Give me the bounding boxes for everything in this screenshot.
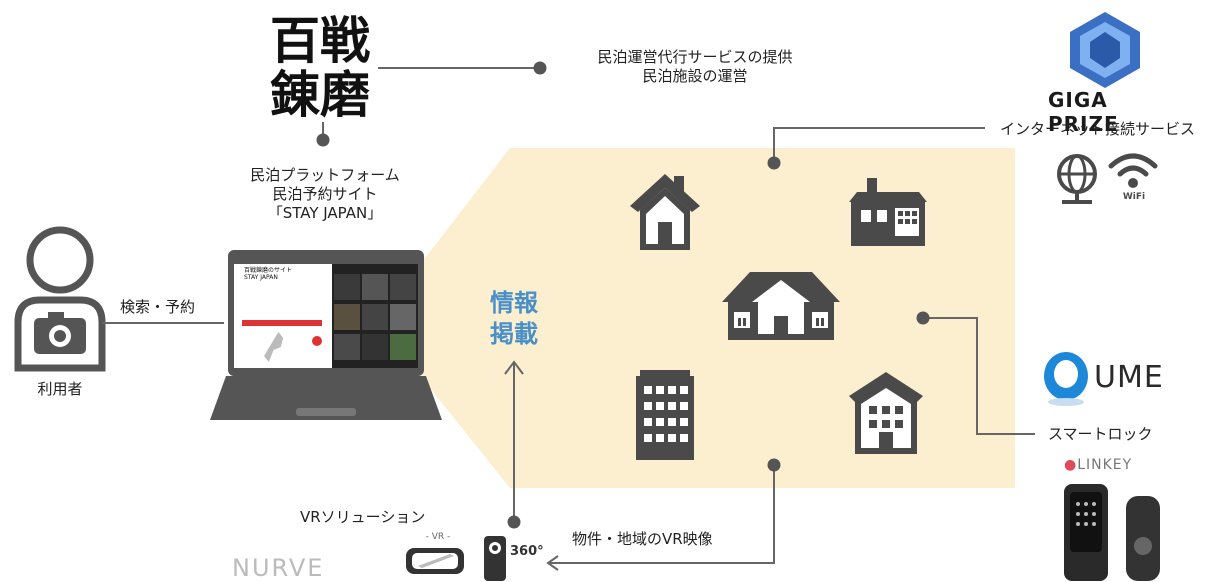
smartlock-line	[923, 317, 1035, 435]
logo-char-3: 錬	[270, 65, 320, 124]
smartlock-label: スマートロック	[1048, 425, 1153, 443]
wifi-label: WiFi	[1122, 192, 1146, 202]
user-label: 利用者	[37, 380, 83, 398]
large-house-icon	[722, 272, 840, 340]
vr-solution-label: VRソリューション	[300, 508, 426, 526]
internet-service-label: インターネット接続サービス	[1000, 120, 1196, 138]
japan-map	[264, 332, 284, 362]
linkey-logo-text: LINKEY	[1077, 457, 1133, 473]
platform-line-1: 民泊プラットフォーム	[250, 166, 400, 184]
screen-title-1: 百戦錬磨のサイト	[244, 267, 293, 274]
platform-line-3: 「STAY JAPAN」	[267, 204, 383, 222]
internet-dot	[767, 156, 781, 170]
linkey-logo: ●LINKEY	[1064, 457, 1174, 473]
camera-dot	[507, 515, 521, 529]
smartlock-dot	[916, 311, 930, 325]
gigaprize-logo-text: GIGA PRIZE	[1048, 88, 1119, 136]
listing-arrow-head	[504, 360, 524, 375]
platform-dot	[316, 133, 330, 147]
service-line-2: 民泊施設の運営	[642, 67, 748, 85]
internet-line	[773, 127, 985, 163]
site-search-bar	[242, 320, 322, 326]
wifi-icon	[1108, 153, 1158, 188]
ume-logo-text: UME	[1094, 360, 1164, 395]
platform-line-2: 民泊予約サイト	[272, 185, 378, 203]
globe-icon	[1057, 154, 1097, 204]
listing-label: 情報 掲載	[482, 288, 546, 350]
logo-char-2: 戦	[320, 11, 370, 70]
user-icon	[14, 226, 106, 372]
platform-description: 民泊プラットフォーム 民泊予約サイト 「STAY JAPAN」	[230, 166, 420, 223]
listing-line-1: 情報	[490, 289, 538, 317]
nurve-logo: NURVE	[232, 554, 325, 582]
logo-char-4: 磨	[320, 65, 370, 124]
site-screenshot-left: 百戦錬磨のサイト STAY JAPAN	[234, 264, 332, 368]
vr-headset-label: - VR -	[425, 532, 451, 542]
user-laptop-line	[102, 322, 224, 324]
smart-lock-device	[1064, 484, 1160, 581]
site-screenshot-right	[332, 264, 418, 368]
operator-services: 民泊運営代行サービスの提供 民泊施設の運営	[560, 48, 830, 86]
360-badge: 360°	[510, 544, 544, 559]
vr-headset-icon	[406, 548, 464, 574]
vr-footage-label: 物件・地域のVR映像	[572, 530, 713, 548]
gigaprize-logo-mark	[1070, 12, 1140, 88]
house-icon	[630, 174, 700, 250]
vr-footage-line	[548, 465, 775, 564]
vr-footage-dot	[767, 458, 781, 472]
service-line-1: 民泊運営代行サービスの提供	[597, 48, 793, 66]
map-pin	[312, 336, 322, 346]
service-dot	[533, 61, 547, 75]
screen-title-2: STAY JAPAN	[244, 274, 278, 281]
laptop-screen: 百戦錬磨のサイト STAY JAPAN	[228, 250, 424, 376]
listing-line-2: 掲載	[490, 320, 538, 348]
ume-logo-mark	[1044, 352, 1088, 406]
vr-arrow-head	[546, 555, 559, 571]
linkey-mark-icon: ●	[1064, 457, 1078, 473]
search-reserve-label: 検索・予約	[120, 298, 196, 316]
office-building-icon	[636, 370, 694, 460]
laptop-base	[210, 376, 442, 420]
shop-house-icon	[849, 178, 927, 246]
operator-logo: 百戦 錬磨	[270, 14, 380, 122]
360-camera-icon	[484, 536, 506, 581]
logo-char-1: 百	[270, 11, 320, 70]
apartment-icon	[849, 372, 923, 454]
